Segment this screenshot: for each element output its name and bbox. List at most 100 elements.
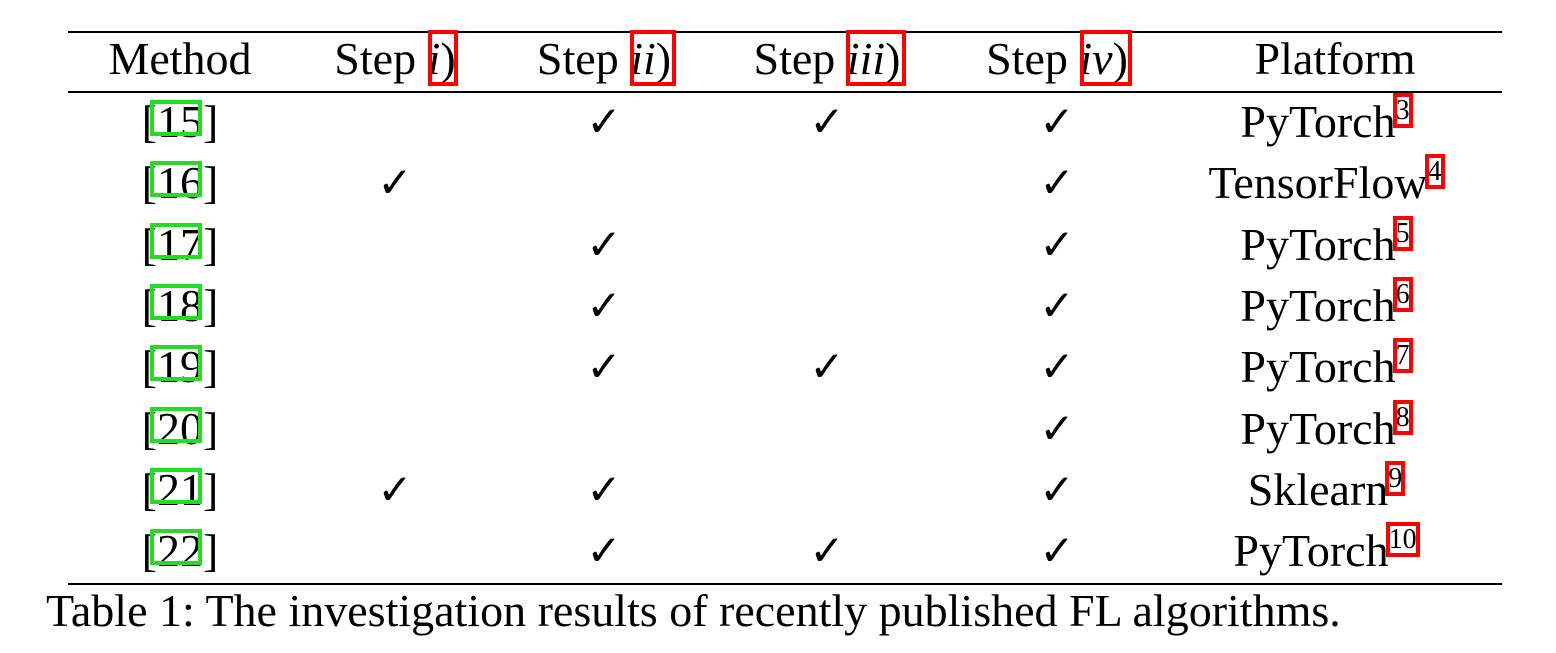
checkmark-icon: ✓ bbox=[1039, 404, 1075, 453]
footnote-highlight-box bbox=[1385, 461, 1405, 496]
platform-cell: TensorFlow4 bbox=[1208, 153, 1441, 213]
citation-highlight-box bbox=[150, 407, 202, 443]
method-cell: [15] bbox=[142, 92, 219, 152]
step-ii-highlight-box bbox=[630, 30, 676, 86]
citation-bracket-close: ] bbox=[203, 219, 219, 270]
citation-bracket-close: ] bbox=[203, 464, 219, 515]
citation-bracket-close: ] bbox=[203, 280, 219, 331]
footnote-marker[interactable]: 5 bbox=[1395, 218, 1410, 249]
footnote-marker[interactable]: 3 bbox=[1395, 95, 1410, 126]
method-cell: [17] bbox=[142, 215, 219, 275]
citation-highlight-box bbox=[150, 468, 202, 504]
footnote-marker[interactable]: 7 bbox=[1395, 340, 1410, 371]
citation-link[interactable]: 22 bbox=[157, 525, 203, 576]
header-step-word: Step bbox=[536, 33, 619, 84]
header-step-number: iii bbox=[846, 33, 886, 84]
platform-name: PyTorch bbox=[1240, 403, 1396, 454]
checkmark-icon: ✓ bbox=[586, 97, 622, 146]
checkmark-icon: ✓ bbox=[586, 281, 622, 330]
citation-highlight-box bbox=[150, 529, 202, 565]
citation-link[interactable]: 18 bbox=[157, 280, 203, 331]
citation-bracket-close: ] bbox=[203, 525, 219, 576]
method-cell: [18] bbox=[142, 276, 219, 336]
checkmark-icon: ✓ bbox=[1039, 97, 1075, 146]
table-caption: Table 1: The investigation results of re… bbox=[46, 585, 1341, 636]
footnote-highlight-box bbox=[1393, 216, 1413, 251]
citation-link[interactable]: 16 bbox=[157, 157, 203, 208]
checkmark-icon: ✓ bbox=[586, 465, 622, 514]
table-top-rule bbox=[68, 31, 1502, 33]
checkmark-icon: ✓ bbox=[1039, 465, 1075, 514]
platform-name: PyTorch bbox=[1240, 96, 1396, 147]
header-step-number: ii bbox=[630, 33, 656, 84]
footnote-highlight-box bbox=[1425, 154, 1445, 189]
checkmark-icon: ✓ bbox=[809, 526, 845, 575]
header-platform-label: Platform bbox=[1254, 33, 1416, 84]
header-step-word: Step bbox=[334, 33, 417, 84]
step-i-highlight-box bbox=[428, 30, 458, 86]
platform-cell: PyTorch5 bbox=[1240, 215, 1409, 275]
table-bottom-rule bbox=[68, 583, 1502, 585]
citation-bracket-close: ] bbox=[203, 403, 219, 454]
footnote-highlight-box bbox=[1393, 338, 1413, 373]
header-step-number: iv bbox=[1079, 33, 1113, 84]
header-method-label: Method bbox=[108, 33, 252, 84]
citation-bracket-close: ] bbox=[203, 341, 219, 392]
footnote-marker[interactable]: 8 bbox=[1395, 402, 1410, 433]
platform-name: TensorFlow bbox=[1208, 157, 1428, 208]
platform-name: PyTorch bbox=[1240, 341, 1396, 392]
footnote-highlight-box bbox=[1393, 277, 1413, 312]
checkmark-icon: ✓ bbox=[586, 220, 622, 269]
citation-link[interactable]: 21 bbox=[157, 464, 203, 515]
citation-link[interactable]: 15 bbox=[157, 96, 203, 147]
header-step-paren: ) bbox=[440, 33, 456, 84]
step-iv-highlight-box bbox=[1080, 30, 1132, 86]
checkmark-icon: ✓ bbox=[1039, 220, 1075, 269]
checkmark-icon: ✓ bbox=[809, 342, 845, 391]
header-step-paren: ) bbox=[1112, 33, 1128, 84]
footnote-highlight-box bbox=[1393, 93, 1413, 128]
footnote-highlight-box bbox=[1393, 400, 1413, 435]
citation-highlight-box bbox=[150, 345, 202, 381]
platform-cell: PyTorch10 bbox=[1233, 521, 1416, 581]
platform-name: Sklearn bbox=[1247, 464, 1389, 515]
header-step-paren: ) bbox=[885, 33, 901, 84]
platform-cell: PyTorch7 bbox=[1240, 337, 1409, 397]
footnote-marker[interactable]: 9 bbox=[1388, 463, 1403, 494]
citation-highlight-box bbox=[150, 284, 202, 320]
checkmark-icon: ✓ bbox=[1039, 158, 1075, 207]
citation-link[interactable]: 17 bbox=[157, 219, 203, 270]
checkmark-icon: ✓ bbox=[377, 465, 413, 514]
checkmark-icon: ✓ bbox=[1039, 342, 1075, 391]
citation-link[interactable]: 19 bbox=[157, 341, 203, 392]
platform-cell: PyTorch6 bbox=[1240, 276, 1409, 336]
checkmark-icon: ✓ bbox=[377, 158, 413, 207]
checkmark-icon: ✓ bbox=[586, 342, 622, 391]
citation-highlight-box bbox=[150, 161, 202, 197]
footnote-marker[interactable]: 6 bbox=[1395, 279, 1410, 310]
header-step-paren: ) bbox=[655, 33, 672, 84]
method-cell: [20] bbox=[142, 399, 219, 459]
footnote-marker[interactable]: 4 bbox=[1427, 156, 1442, 187]
citation-highlight-box bbox=[150, 223, 202, 259]
platform-cell: Sklearn9 bbox=[1248, 460, 1403, 520]
header-step-iii: Step iii) bbox=[754, 30, 901, 88]
footnote-marker[interactable]: 10 bbox=[1388, 524, 1417, 555]
platform-cell: PyTorch3 bbox=[1240, 92, 1409, 152]
platform-name: PyTorch bbox=[1240, 219, 1396, 270]
citation-highlight-box bbox=[150, 100, 202, 136]
checkmark-icon: ✓ bbox=[1039, 281, 1075, 330]
citation-link[interactable]: 20 bbox=[157, 403, 203, 454]
citation-bracket-close: ] bbox=[203, 96, 219, 147]
step-iii-highlight-box bbox=[846, 30, 906, 86]
header-step-ii: Step ii) bbox=[537, 30, 671, 88]
checkmark-icon: ✓ bbox=[586, 526, 622, 575]
header-platform: Platform bbox=[1255, 30, 1416, 88]
header-method: Method bbox=[108, 30, 251, 88]
platform-name: PyTorch bbox=[1240, 280, 1396, 331]
table-header-rule bbox=[68, 91, 1502, 93]
header-step-word: Step bbox=[986, 33, 1068, 84]
header-step-iv: Step iv) bbox=[986, 30, 1128, 88]
checkmark-icon: ✓ bbox=[1039, 526, 1075, 575]
footnote-highlight-box bbox=[1386, 522, 1420, 557]
